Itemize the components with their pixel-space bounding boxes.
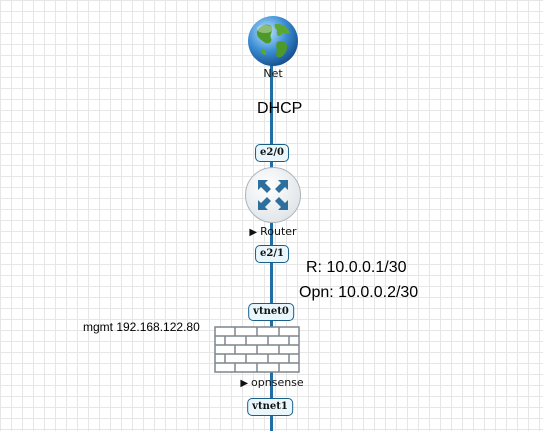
router-node[interactable] (244, 166, 302, 224)
opnsense-label-text: opnsense (251, 376, 304, 389)
mgmt-note[interactable]: mgmt 192.168.122.80 (83, 320, 200, 334)
router-icon (245, 167, 301, 223)
opnsense-node[interactable] (214, 326, 300, 373)
router-ip-note[interactable]: R: 10.0.0.1/30 (306, 259, 407, 276)
dhcp-note[interactable]: DHCP (257, 100, 303, 117)
firewall-icon (214, 326, 300, 373)
globe-icon (248, 16, 298, 66)
interface-e2-0[interactable]: e2/0 (255, 144, 289, 162)
interface-e2-1[interactable]: e2/1 (255, 245, 289, 263)
link-net-router[interactable] (270, 64, 273, 172)
opnsense-ip-note[interactable]: Opn: 10.0.0.2/30 (299, 284, 419, 301)
interface-vtnet0[interactable]: vtnet0 (248, 303, 294, 321)
router-label-text: Router (260, 225, 297, 238)
play-icon: ▶ (249, 227, 258, 238)
opnsense-label: ▶opnsense (240, 376, 303, 389)
net-label-text: Net (263, 67, 283, 80)
net-label: Net (263, 67, 282, 80)
link-router-opnsense[interactable] (270, 222, 273, 332)
router-label: ▶Router (249, 225, 296, 238)
net-node[interactable] (247, 15, 299, 67)
play-icon: ▶ (240, 378, 249, 389)
interface-vtnet1[interactable]: vtnet1 (247, 398, 293, 416)
